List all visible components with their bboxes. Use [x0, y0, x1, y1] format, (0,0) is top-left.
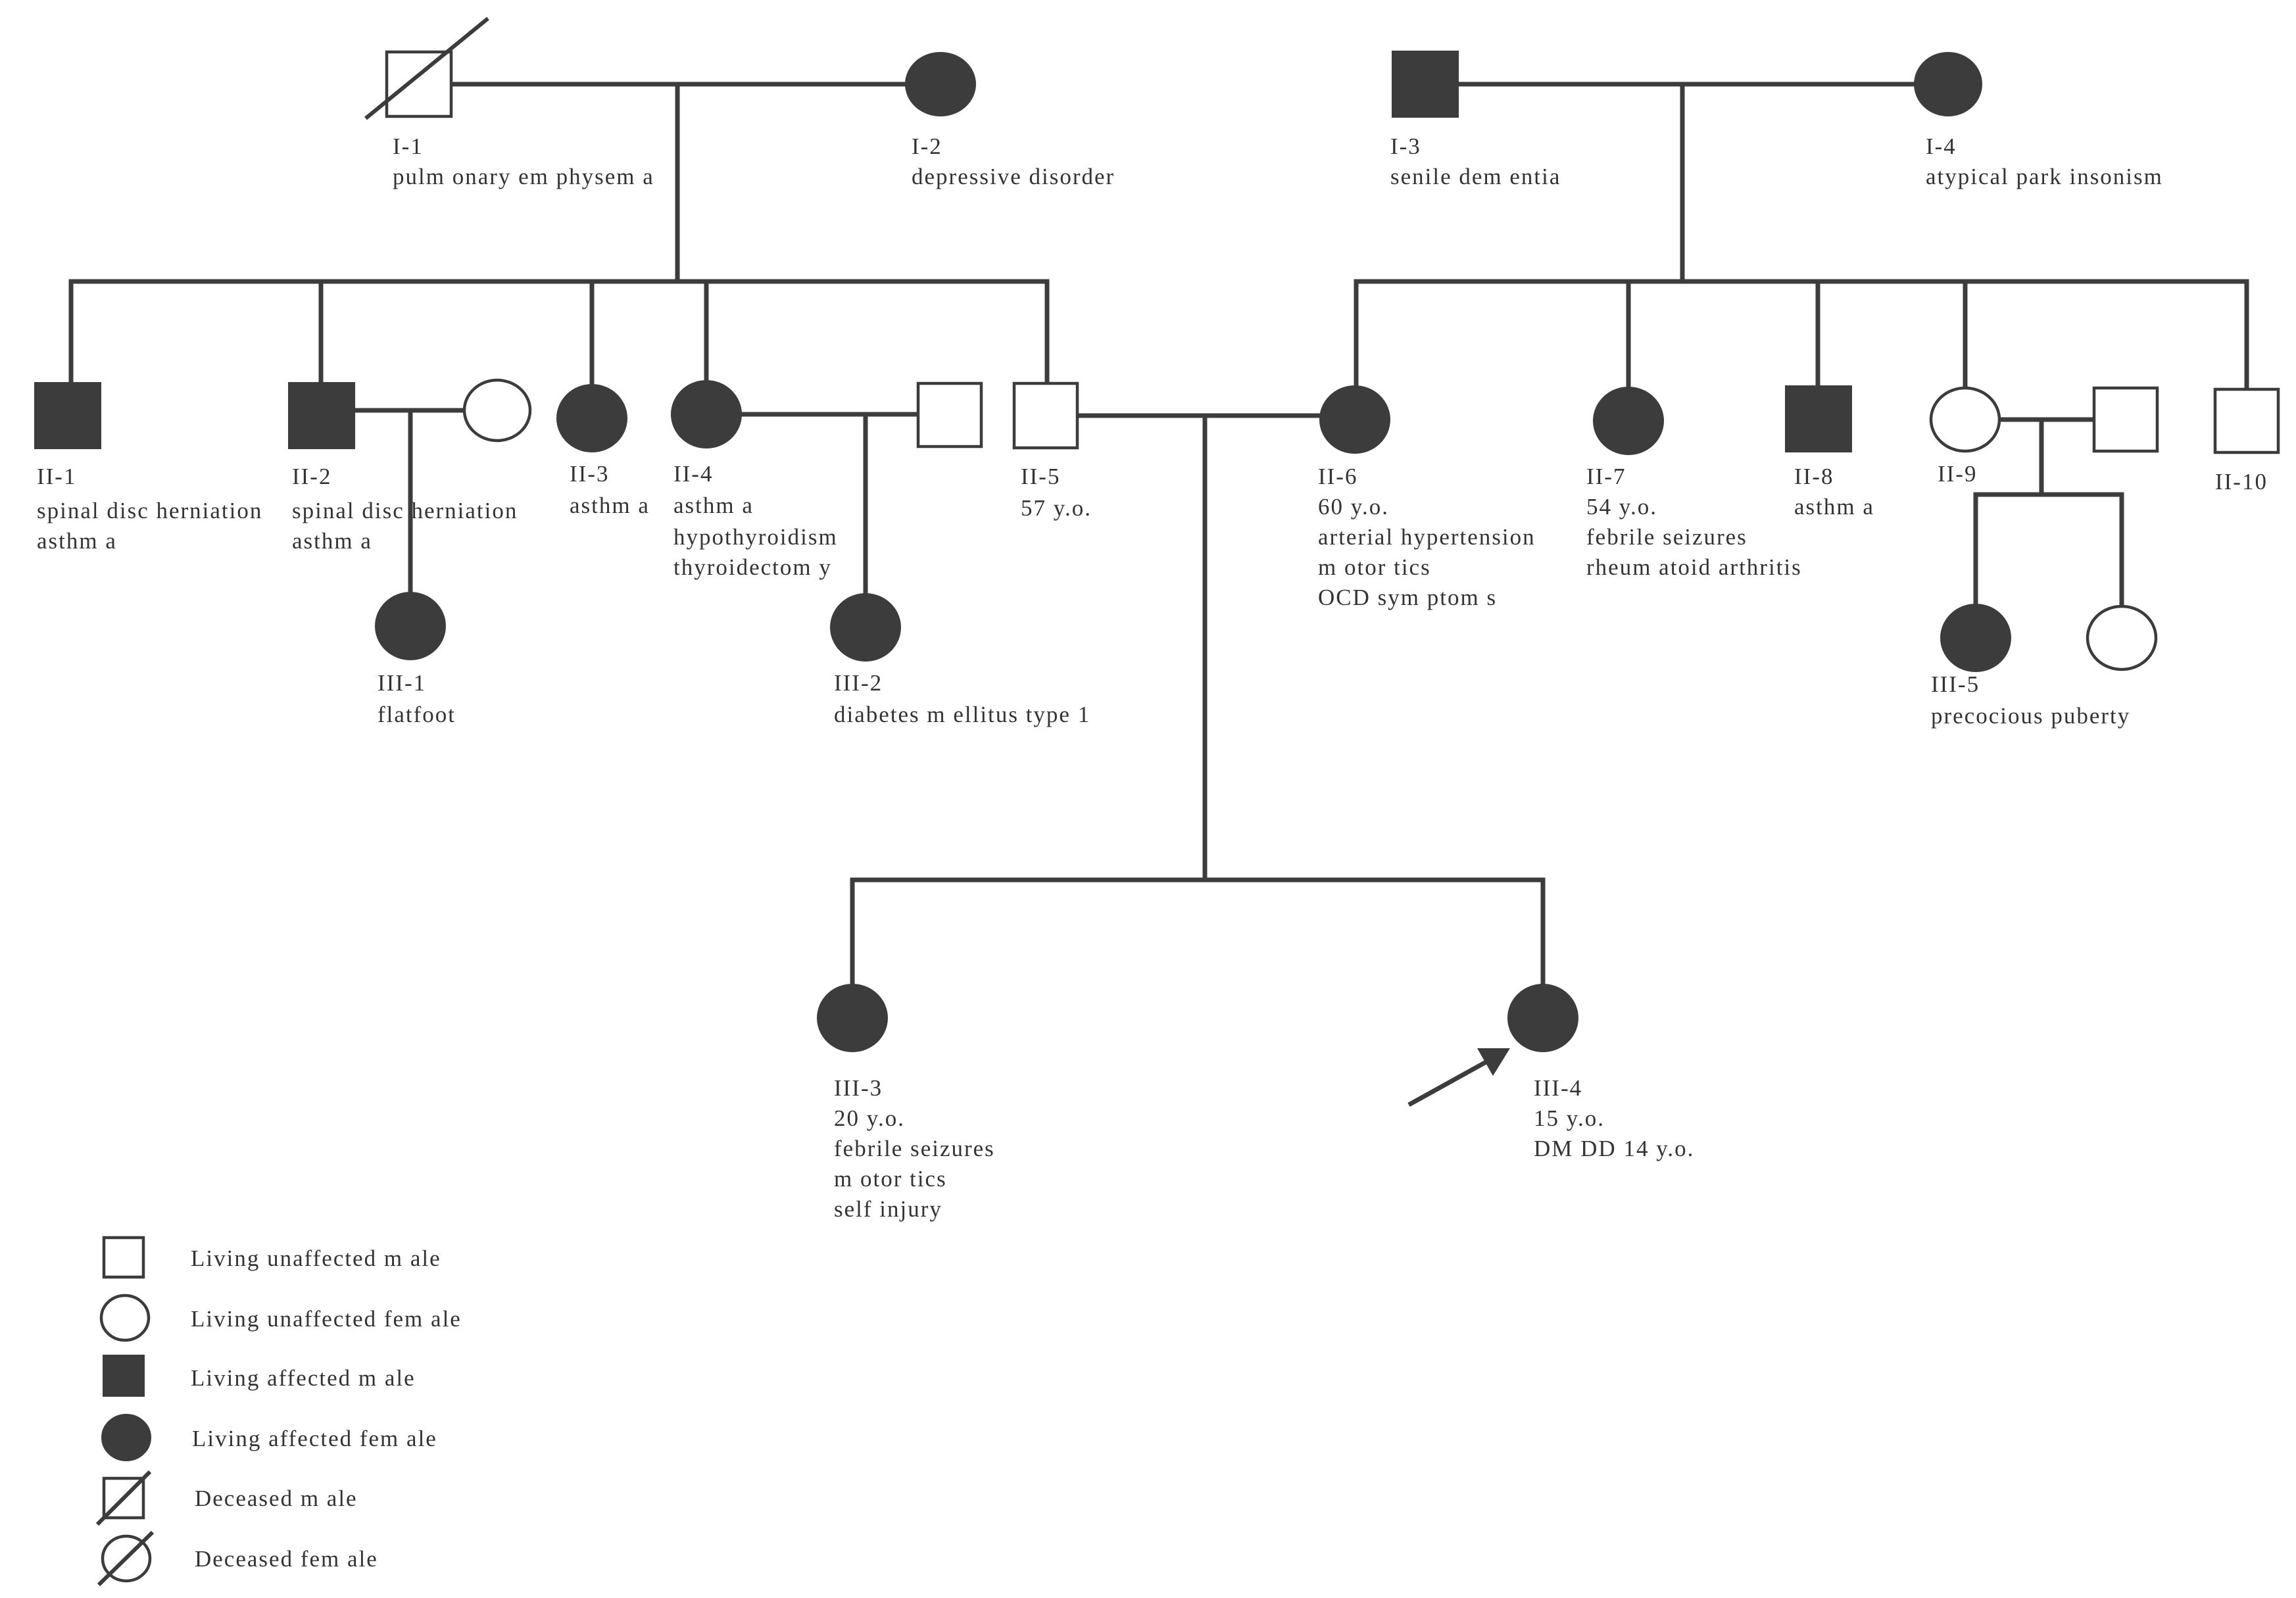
legend-label: Living unaffected m ale — [191, 1246, 441, 1271]
annotation-iii-1-line-1: flatfoot — [378, 702, 456, 727]
symbol-ii-2-affected-male — [288, 382, 355, 449]
id-label-ii-2: II-2 — [292, 464, 331, 489]
id-label-i-1: I-1 — [393, 133, 424, 159]
id-label-iii-4: III-4 — [1534, 1075, 1582, 1101]
annotation-ii-2-line-2: asthm a — [292, 528, 372, 554]
legend-item-living-unaffected-female: Living unaffected fem ale — [99, 1294, 462, 1342]
annotation-ii-3-line-1: asthm a — [570, 493, 650, 518]
symbol-iii-5-affected-female — [1940, 604, 2011, 672]
symbol-ii-1-affected-male — [34, 382, 101, 449]
id-label-ii-5: II-5 — [1021, 464, 1060, 489]
annotation-ii-4-line-2: hypothyroidism — [673, 524, 838, 550]
legend-item-deceased-male: Deceased m ale — [95, 1470, 358, 1526]
annotation-ii-1-line-1: spinal disc herniation — [37, 498, 262, 523]
symbol-ii-9-spouse-unaffected-male — [2092, 386, 2159, 453]
legend-item-living-affected-female: Living affected fem ale — [101, 1414, 437, 1461]
id-label-i-2: I-2 — [912, 133, 942, 159]
proband-arrow-icon — [1407, 1048, 1510, 1107]
annotation-iii-3-line-3: m otor tics — [834, 1166, 947, 1192]
symbol-ii-7-affected-female — [1593, 387, 1664, 455]
annotation-ii-6-line-1: 60 y.o. — [1318, 494, 1389, 520]
id-label-ii-10: II-10 — [2215, 469, 2268, 495]
deceased-slash-i-1 — [364, 16, 489, 120]
square-filled-icon — [103, 1355, 145, 1397]
annotation-ii-4-line-3: thyroidectom y — [673, 554, 832, 580]
annotation-ii-4-line-1: asthm a — [673, 493, 754, 518]
annotation-iii-3-line-1: 20 y.o. — [834, 1105, 905, 1131]
symbol-iii-5-sibling-unaffected-female — [2086, 604, 2158, 671]
id-label-ii-6: II-6 — [1318, 464, 1357, 489]
annotation-iii-5-line-1: precocious puberty — [1931, 703, 2130, 729]
circle-filled-icon — [101, 1414, 151, 1461]
annotation-iii-2-line-1: diabetes m ellitus type 1 — [834, 702, 1090, 727]
annotation-ii-7-line-3: rheum atoid arthritis — [1586, 554, 1802, 580]
annotation-i-3-line-1: senile dem entia — [1390, 164, 1561, 189]
annotation-ii-7-line-2: febrile seizures — [1586, 524, 1747, 550]
symbol-ii-8-affected-male — [1785, 385, 1852, 452]
legend-item-living-affected-male: Living affected m ale — [103, 1355, 416, 1397]
id-label-iii-1: III-1 — [378, 670, 426, 696]
annotation-ii-6-line-3: m otor tics — [1318, 554, 1431, 580]
annotation-i-1-line-1: pulm onary em physem a — [393, 164, 654, 189]
legend-item-living-unaffected-male: Living unaffected m ale — [102, 1236, 441, 1279]
annotation-ii-6-line-4: OCD sym ptom s — [1318, 585, 1497, 610]
id-label-ii-4: II-4 — [673, 461, 713, 487]
annotation-iii-4-line-2: DM DD 14 y.o. — [1534, 1136, 1694, 1161]
pedigree-symbols — [34, 16, 2280, 1107]
annotation-iii-3-line-4: self injury — [834, 1196, 942, 1222]
symbol-ii-10-unaffected-male — [2213, 387, 2280, 454]
id-label-iii-5: III-5 — [1931, 671, 1980, 697]
symbol-ii-2-spouse-unaffected-female — [462, 378, 532, 443]
annotation-ii-6-line-2: arterial hypertension — [1318, 524, 1536, 550]
id-label-iii-3: III-3 — [834, 1075, 883, 1101]
symbol-iii-2-affected-female — [830, 593, 901, 662]
symbol-ii-4-affected-female — [671, 380, 742, 448]
id-label-ii-8: II-8 — [1794, 464, 1834, 489]
pedigree-labels: I-1 pulm onary em physem a I-2 depressiv… — [37, 133, 2268, 1222]
legend-item-deceased-female: Deceased fem ale — [97, 1530, 378, 1587]
id-label-iii-2: III-2 — [834, 670, 883, 696]
annotation-ii-1-line-2: asthm a — [37, 528, 117, 554]
id-label-ii-7: II-7 — [1586, 464, 1626, 489]
annotation-iii-4-line-1: 15 y.o. — [1534, 1105, 1605, 1131]
square-open-icon — [102, 1236, 145, 1279]
annotation-i-4-line-1: atypical park insonism — [1926, 164, 2163, 189]
circle-open-icon — [99, 1294, 151, 1342]
id-label-ii-3: II-3 — [570, 461, 609, 487]
symbol-ii-4-spouse-unaffected-male — [916, 381, 983, 448]
symbol-ii-3-affected-female — [556, 384, 627, 452]
legend-label: Living unaffected fem ale — [191, 1306, 462, 1332]
id-label-ii-9: II-9 — [1938, 461, 1977, 487]
pedigree-lines — [68, 82, 2249, 988]
symbol-i-4-affected-female — [1914, 52, 1982, 116]
symbol-iii-4-affected-female-proband — [1507, 984, 1578, 1052]
legend-label: Living affected m ale — [191, 1365, 416, 1391]
annotation-iii-3-line-2: febrile seizures — [834, 1136, 995, 1161]
symbol-iii-3-affected-female — [817, 984, 888, 1052]
legend-label: Living affected fem ale — [192, 1426, 437, 1451]
annotation-ii-8-line-1: asthm a — [1794, 494, 1874, 520]
symbol-ii-5-unaffected-male — [1012, 381, 1079, 450]
id-label-ii-1: II-1 — [37, 464, 76, 489]
id-label-i-3: I-3 — [1390, 133, 1421, 159]
legend-label: Deceased fem ale — [195, 1546, 378, 1572]
symbol-i-1-deceased-male — [385, 50, 453, 118]
annotation-i-2-line-1: depressive disorder — [912, 164, 1115, 189]
legend-label: Deceased m ale — [195, 1486, 358, 1511]
symbol-ii-9-unaffected-female — [1929, 386, 2001, 453]
annotation-ii-7-line-1: 54 y.o. — [1586, 494, 1657, 520]
symbol-ii-6-affected-female — [1319, 385, 1390, 454]
symbol-iii-1-affected-female — [375, 592, 446, 660]
id-label-i-4: I-4 — [1926, 133, 1957, 159]
symbol-i-3-affected-male — [1392, 51, 1459, 118]
annotation-ii-2-line-1: spinal disc herniation — [292, 498, 518, 523]
annotation-ii-5-line-1: 57 y.o. — [1021, 495, 1092, 521]
symbol-i-2-affected-female — [905, 52, 976, 116]
legend: Living unaffected m ale Living unaffecte… — [95, 1236, 462, 1587]
